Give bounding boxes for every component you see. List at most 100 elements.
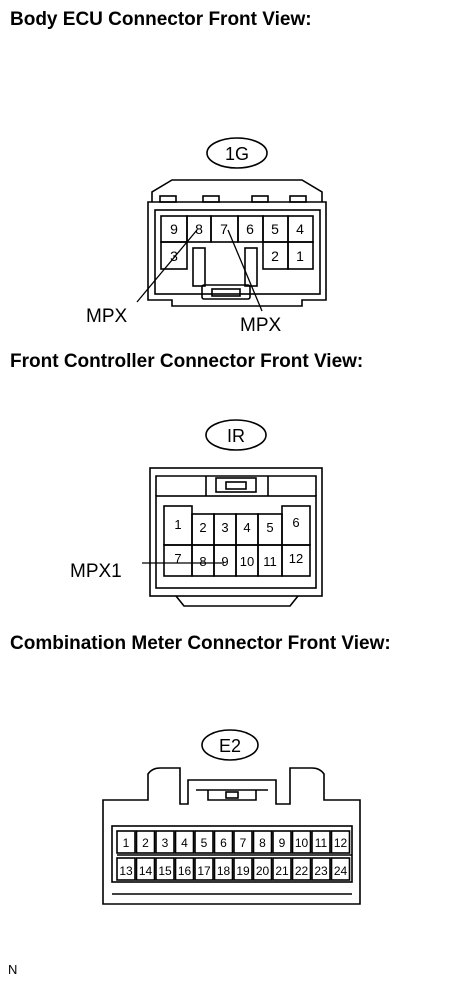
- pin-cell: [116, 830, 136, 854]
- pin-cell: [272, 857, 292, 881]
- pin-cell: [291, 830, 312, 854]
- pin-label: 4: [296, 221, 304, 237]
- pin-label: 17: [197, 864, 211, 878]
- connector-face: [155, 495, 317, 589]
- pin-cell: [330, 830, 351, 854]
- pin-label: 7: [174, 551, 181, 566]
- pin-cell: [272, 830, 292, 854]
- callout-label-mpx1: MPX1: [70, 561, 122, 582]
- pin-cell: [135, 830, 156, 854]
- connector-code-bubble: [206, 137, 268, 169]
- connector-face: [154, 209, 321, 295]
- connector-ir: IR 1 2 3 4 5 6 7 8 9 10 11: [70, 419, 323, 607]
- pin-label: 11: [263, 554, 277, 569]
- pin-cell: [330, 857, 351, 881]
- connector-housing-top: [151, 179, 323, 202]
- pin-label: 2: [199, 520, 206, 535]
- pin-cell: [291, 857, 312, 881]
- pin-label: 8: [195, 221, 203, 237]
- pin-label: 4: [181, 836, 188, 850]
- pin-label: 2: [271, 248, 279, 264]
- latch: [215, 477, 257, 493]
- connector-housing: [102, 767, 361, 905]
- key-slot: [244, 247, 258, 287]
- pin-label: 6: [220, 836, 227, 850]
- pin-label: 16: [178, 864, 192, 878]
- latch: [196, 789, 268, 801]
- pin-label: 20: [256, 864, 270, 878]
- key-slot: [192, 247, 206, 287]
- heading-combination-meter-connector: Combination Meter Connector Front View:: [10, 633, 391, 654]
- pin-cell: [311, 857, 331, 881]
- connector-face: [111, 825, 353, 883]
- pin-label: 5: [271, 221, 279, 237]
- pin-label: 3: [170, 248, 178, 264]
- pin-label: 10: [295, 836, 309, 850]
- pin-cell: [155, 830, 175, 854]
- pin-label: 8: [259, 836, 266, 850]
- pin-cell: [252, 830, 273, 854]
- connector-housing-inner: [155, 475, 317, 496]
- callout-leader: [227, 229, 263, 312]
- pin-label: 18: [217, 864, 231, 878]
- pin-label: 23: [314, 864, 328, 878]
- callout-label-mpx: MPX: [240, 315, 282, 336]
- figure-id: N: [8, 962, 18, 977]
- pin-label: 12: [289, 551, 303, 566]
- pin-cell: [155, 857, 175, 881]
- pin-label: 8: [199, 554, 206, 569]
- pin-cell: [311, 830, 331, 854]
- connector-code-label: 1G: [225, 144, 249, 164]
- pin-cell: [257, 544, 283, 577]
- pin-label: 24: [334, 864, 348, 878]
- pin-label: 2: [142, 836, 149, 850]
- pin-label: 3: [162, 836, 169, 850]
- callout-label-mpx: MPX: [86, 306, 128, 327]
- heading-front-controller-connector: Front Controller Connector Front View:: [10, 351, 364, 372]
- pin-cell: [194, 857, 214, 881]
- pin-label: 7: [240, 836, 247, 850]
- connector-code-label: IR: [227, 426, 245, 446]
- pin-cell: [233, 830, 253, 854]
- pin-cell: [160, 241, 188, 270]
- pin-label: 19: [236, 864, 250, 878]
- connector-1g: 1G 9 8 7 6 5 4 3 2: [86, 137, 327, 336]
- pin-label: 5: [201, 836, 208, 850]
- pin-label: 21: [275, 864, 289, 878]
- pin-cell: [287, 241, 314, 270]
- lock-release-slot: [211, 288, 241, 297]
- pin-label: 3: [221, 520, 228, 535]
- pin-label: 11: [315, 836, 328, 850]
- pin-grid: [116, 830, 351, 881]
- pin-cell: [116, 857, 136, 881]
- pin-label: 1: [174, 517, 181, 532]
- pin-label: 9: [170, 221, 178, 237]
- latch-guide: [205, 476, 269, 496]
- pin-label: 6: [292, 515, 299, 530]
- pin-label: 6: [246, 221, 254, 237]
- callout-leader: [136, 229, 198, 303]
- connector-housing: [147, 201, 327, 307]
- latch-tab: [202, 195, 220, 203]
- pin-cell: [213, 857, 234, 881]
- latch-tab: [251, 195, 269, 203]
- pin-label: 13: [119, 864, 133, 878]
- latch-slot: [225, 791, 239, 799]
- latch-slot: [225, 481, 247, 490]
- connector-code-label: E2: [219, 736, 241, 756]
- pin-label: 22: [295, 864, 309, 878]
- heading-body-ecu-connector: Body ECU Connector Front View:: [10, 9, 312, 30]
- pin-cell: [174, 857, 195, 881]
- pin-cell: [252, 857, 273, 881]
- pin-label: 1: [296, 248, 304, 264]
- pin-cell: [194, 830, 214, 854]
- pin-label: 10: [240, 554, 254, 569]
- pin-label: 9: [279, 836, 286, 850]
- connector-code-bubble: [205, 419, 267, 451]
- lock-release: [201, 284, 251, 300]
- pin-label: 15: [158, 864, 172, 878]
- pin-label: 14: [139, 864, 153, 878]
- connector-bottom-rail: [175, 595, 299, 607]
